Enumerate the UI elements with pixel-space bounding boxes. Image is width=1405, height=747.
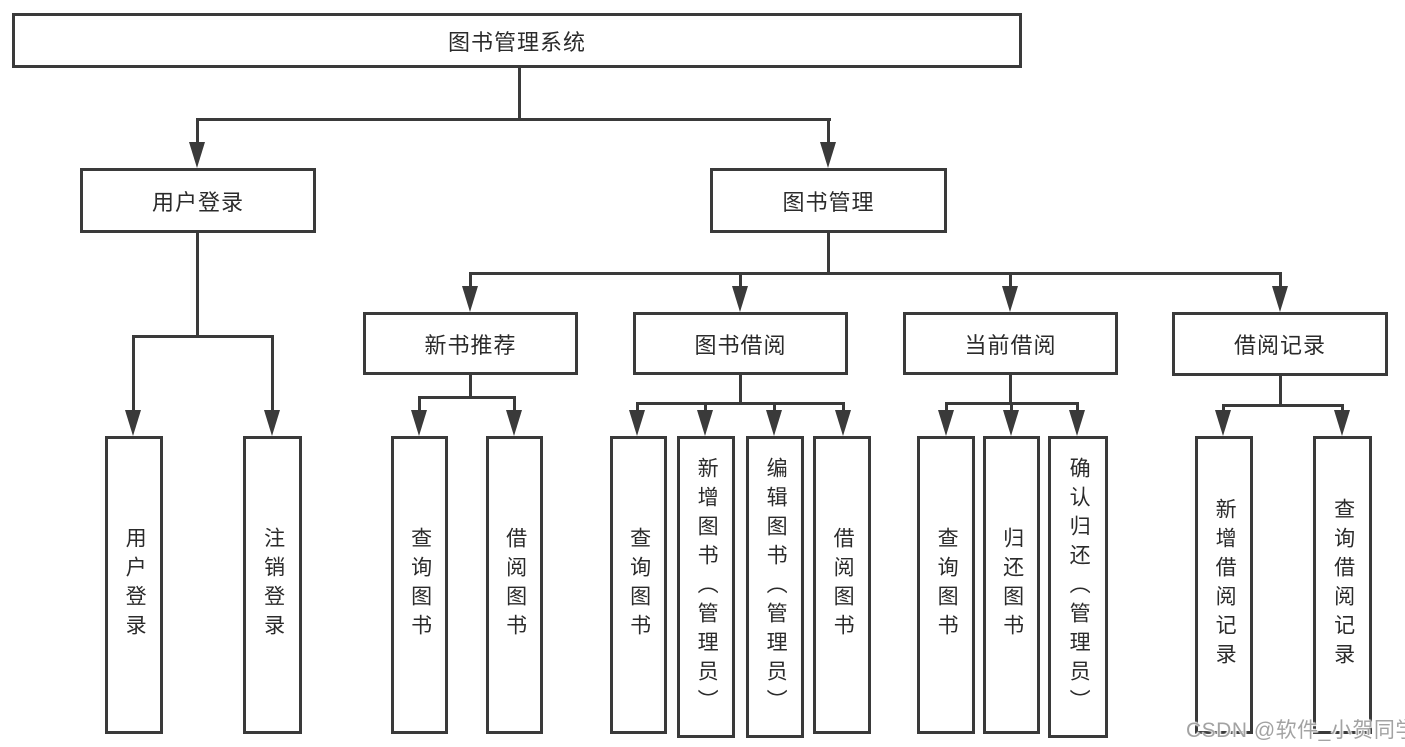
connector-stub-leaf-login: [132, 335, 135, 412]
node-book-mgmt-label: 图书管理: [782, 189, 875, 215]
leaf-edit-book-admin-label: 编辑图书（管理员）: [764, 456, 788, 718]
leaf-logout: 注销登录: [243, 436, 302, 734]
node-borrow-record: 借阅记录: [1172, 312, 1388, 376]
connector-sec2-vertical: [1009, 375, 1012, 405]
node-root-label: 图书管理系统: [447, 29, 586, 55]
leaf-return-book: 归还图书: [983, 436, 1040, 734]
arrow-sec0-leaf1: [506, 410, 522, 436]
leaf-add-book-admin-label: 新增图书（管理员）: [695, 456, 719, 718]
arrow-sec2-leaf0: [938, 410, 954, 436]
connector-stub-user-login: [196, 118, 199, 146]
arrow-sec1-leaf0: [629, 410, 645, 436]
leaf-query-book-3: 查询图书: [917, 436, 975, 734]
leaf-user-login-label: 用户登录: [123, 527, 147, 643]
arrow-leaf-logout: [264, 410, 280, 436]
node-new-book-rec-label: 新书推荐: [424, 332, 517, 358]
leaf-query-book-1-label: 查询图书: [408, 527, 432, 643]
connector-stub-leaf-logout: [271, 335, 274, 412]
node-borrow-record-label: 借阅记录: [1233, 333, 1326, 358]
leaf-add-borrow-record: 新增借阅记录: [1195, 436, 1253, 734]
arrow-sec1-leaf2: [766, 410, 782, 436]
arrow-sec2: [1002, 286, 1018, 312]
leaf-user-login: 用户登录: [105, 436, 163, 734]
arrow-sec3-leaf0: [1215, 410, 1231, 436]
leaf-borrow-book-2-label: 借阅图书: [831, 527, 855, 643]
connector-sec0-horizontal: [418, 396, 516, 399]
arrow-sec1-leaf3: [835, 410, 851, 436]
leaf-query-book-2-label: 查询图书: [627, 527, 651, 643]
connector-stub-sec1-leaf3: [842, 402, 845, 412]
node-book-borrow: 图书借阅: [633, 312, 848, 375]
node-current-borrow: 当前借阅: [903, 312, 1118, 375]
leaf-query-book-1: 查询图书: [391, 436, 448, 734]
arrow-sec0: [462, 286, 478, 312]
arrow-sec3-leaf1: [1334, 410, 1350, 436]
leaf-add-book-admin: 新增图书（管理员）: [677, 436, 735, 738]
node-book-borrow-label: 图书借阅: [694, 332, 787, 358]
arrow-sec1-leaf1: [697, 410, 713, 436]
arrow-sec1: [732, 286, 748, 312]
connector-stub-sec0-leaf0: [418, 396, 421, 412]
connector-trunk-vertical: [518, 68, 521, 119]
connector-stub-sec1-leaf1: [704, 402, 707, 412]
node-new-book-rec: 新书推荐: [363, 312, 578, 375]
arrow-sec3: [1272, 286, 1288, 312]
connector-stub-sec2-leaf2: [1076, 402, 1079, 412]
connector-bookmgmt-vertical: [827, 233, 830, 275]
leaf-return-book-label: 归还图书: [1000, 527, 1024, 643]
connector-stub-sec2-leaf0: [945, 402, 948, 412]
connector-stub-sec2: [1009, 272, 1012, 288]
leaf-edit-book-admin: 编辑图书（管理员）: [746, 436, 804, 738]
connector-sec3-horizontal: [1222, 404, 1344, 407]
watermark: CSDN @软件_小贺同学: [1186, 719, 1405, 742]
arrow-sec2-leaf1: [1003, 410, 1019, 436]
leaf-confirm-return-admin-label: 确认归还（管理员）: [1067, 456, 1091, 718]
leaf-borrow-book-2: 借阅图书: [813, 436, 871, 734]
connector-stub-sec1-leaf2: [773, 402, 776, 412]
leaf-borrow-book-1-label: 借阅图书: [503, 527, 527, 643]
connector-stub-sec0: [469, 272, 472, 288]
leaf-logout-label: 注销登录: [261, 527, 285, 643]
connector-stub-sec3-leaf0: [1222, 404, 1225, 412]
leaf-query-borrow-record: 查询借阅记录: [1313, 436, 1372, 734]
arrow-sec2-leaf2: [1069, 410, 1085, 436]
connector-sec0-vertical: [469, 375, 472, 399]
connector-userlogin-horizontal: [132, 335, 273, 338]
connector-stub-book-mgmt: [827, 118, 830, 146]
leaf-query-borrow-record-label: 查询借阅记录: [1331, 498, 1355, 672]
connector-stub-sec1: [739, 272, 742, 288]
arrow-user-login: [189, 142, 205, 168]
connector-stub-sec3: [1279, 272, 1282, 288]
leaf-add-borrow-record-label: 新增借阅记录: [1213, 498, 1237, 672]
connector-level3-horizontal: [469, 272, 1281, 275]
leaf-query-book-3-label: 查询图书: [935, 527, 959, 643]
node-book-mgmt: 图书管理: [710, 168, 947, 233]
node-user-login-label: 用户登录: [151, 189, 244, 215]
connector-sec1-vertical: [739, 375, 742, 405]
node-current-borrow-label: 当前借阅: [964, 332, 1057, 358]
connector-stub-sec3-leaf1: [1341, 404, 1344, 412]
connector-stub-sec2-leaf1: [1010, 402, 1013, 412]
connector-stub-sec1-leaf0: [636, 402, 639, 412]
connector-stub-sec0-leaf1: [513, 396, 516, 412]
connector-sec1-horizontal: [636, 402, 845, 405]
leaf-query-book-2: 查询图书: [610, 436, 667, 734]
leaf-borrow-book-1: 借阅图书: [486, 436, 543, 734]
arrow-sec0-leaf0: [411, 410, 427, 436]
node-root: 图书管理系统: [12, 13, 1022, 68]
node-user-login: 用户登录: [80, 168, 316, 233]
connector-sec3-vertical: [1279, 376, 1282, 407]
connector-level2-horizontal: [196, 118, 831, 121]
connector-userlogin-vertical: [196, 233, 199, 338]
arrow-leaf-login: [125, 410, 141, 436]
leaf-confirm-return-admin: 确认归还（管理员）: [1048, 436, 1108, 738]
arrow-book-mgmt: [820, 142, 836, 168]
